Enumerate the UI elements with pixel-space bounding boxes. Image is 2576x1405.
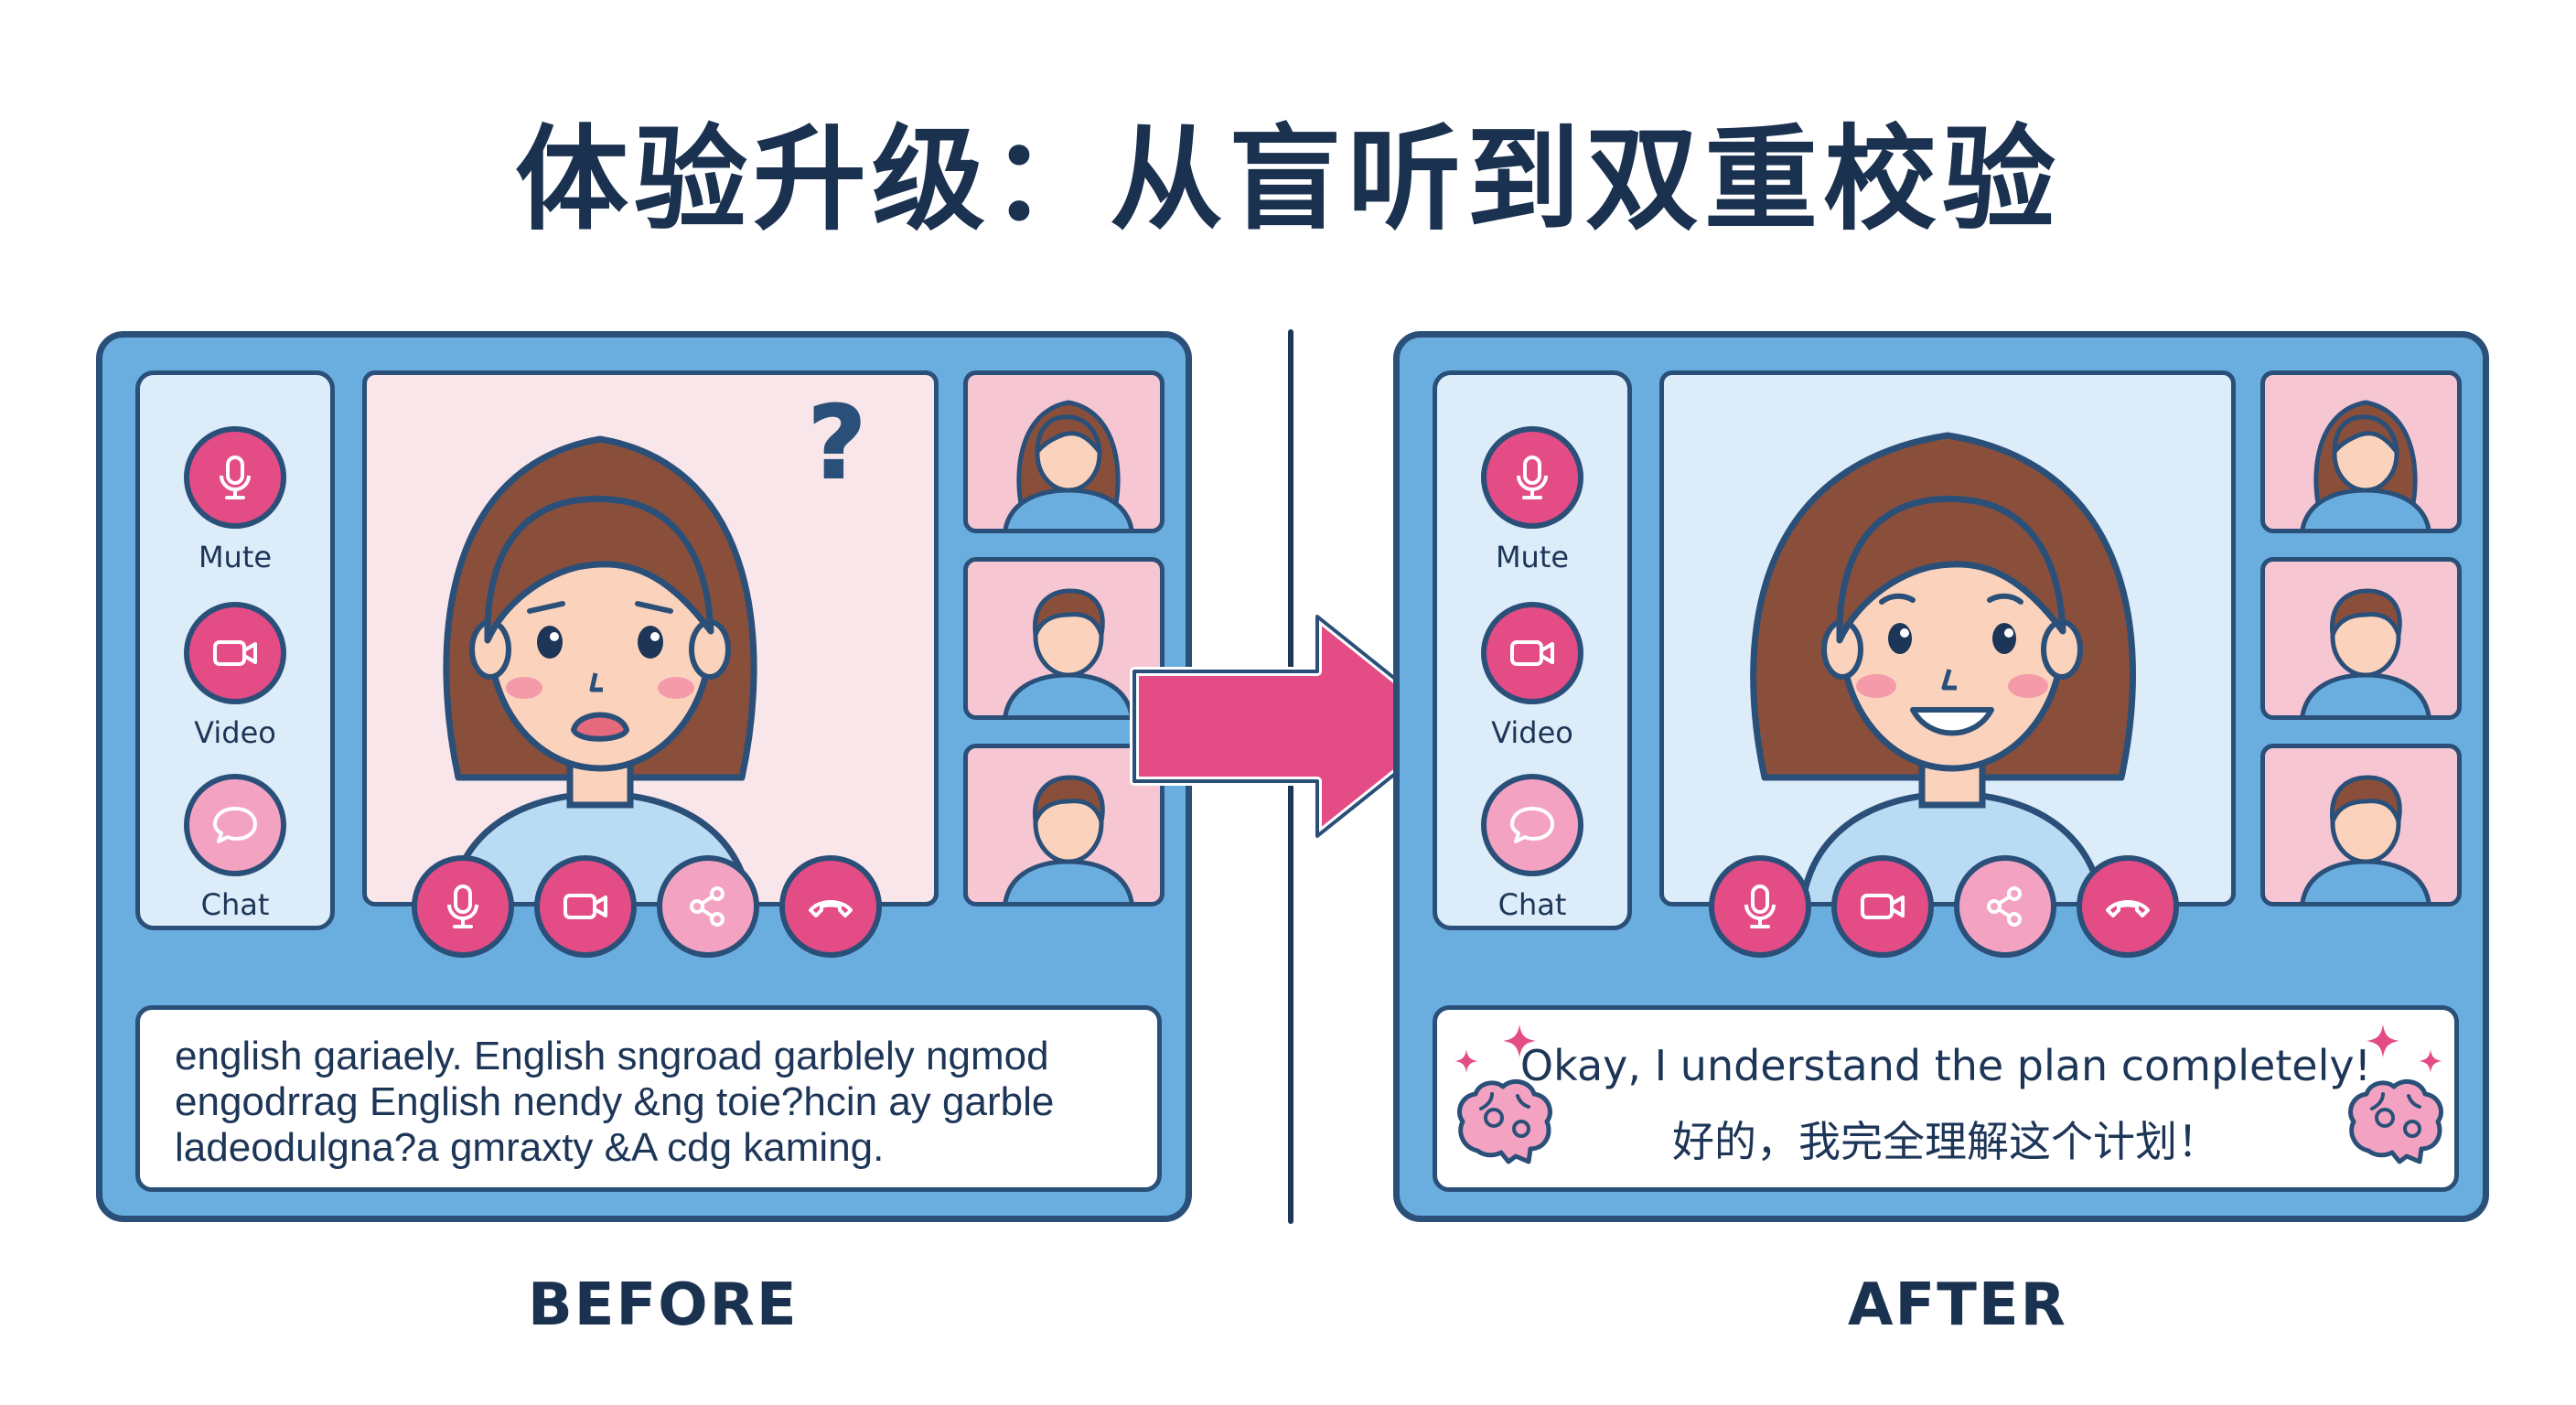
share-control-button[interactable] bbox=[657, 855, 759, 958]
after-label: AFTER bbox=[1848, 1271, 2067, 1339]
microphone-icon bbox=[208, 450, 263, 505]
share-control-button[interactable] bbox=[1954, 855, 2056, 958]
mute-button[interactable]: Mute bbox=[1437, 426, 1627, 574]
chat-button[interactable]: Chat bbox=[140, 774, 330, 922]
sparkle-icon bbox=[1454, 1048, 1479, 1074]
mute-label: Mute bbox=[1495, 540, 1570, 574]
hang-up-icon bbox=[2100, 879, 2155, 934]
page-title: 体验升级：从盲听到双重校验 bbox=[514, 114, 2061, 246]
chat-button[interactable]: Chat bbox=[1437, 774, 1627, 922]
man-avatar bbox=[2265, 748, 2462, 906]
garbled-caption-box: english gariaely. English sngroad garble… bbox=[135, 1005, 1162, 1192]
video-camera-icon bbox=[558, 879, 613, 934]
clear-caption-box: Okay, I understand the plan completely! … bbox=[1433, 1005, 2459, 1192]
hang-up-button[interactable] bbox=[2077, 855, 2179, 958]
share-icon bbox=[681, 879, 735, 934]
call-controls bbox=[1709, 855, 2221, 965]
before-panel: Mute Video Chat bbox=[96, 331, 1192, 1222]
video-camera-icon bbox=[208, 626, 263, 681]
woman-avatar bbox=[2265, 375, 2462, 533]
mic-control-button[interactable] bbox=[1709, 855, 1811, 958]
brain-icon bbox=[2341, 1072, 2451, 1173]
microphone-icon bbox=[435, 879, 490, 934]
garbled-caption-line-3: ladeodulgna?a gmraxty &A cdg kaming. bbox=[175, 1125, 885, 1170]
sparkle-icon bbox=[2418, 1048, 2443, 1074]
garbled-caption-line-2: engodrrag English nendy &ng toie?hcin ay… bbox=[175, 1079, 1055, 1124]
man-avatar bbox=[2265, 562, 2462, 720]
question-mark: ? bbox=[808, 384, 866, 501]
after-sidebar: Mute Video Chat bbox=[1433, 370, 1632, 930]
happy-woman-avatar bbox=[1750, 432, 2136, 902]
sparkle-icon bbox=[2365, 1023, 2401, 1059]
mute-button[interactable]: Mute bbox=[140, 426, 330, 574]
microphone-icon bbox=[1733, 879, 1787, 934]
video-label: Video bbox=[194, 715, 276, 750]
video-control-button[interactable] bbox=[534, 855, 637, 958]
video-camera-icon bbox=[1505, 626, 1560, 681]
after-panel: Mute Video Chat bbox=[1393, 331, 2489, 1222]
video-camera-icon bbox=[1855, 879, 1910, 934]
mute-label: Mute bbox=[198, 540, 273, 574]
woman-avatar bbox=[968, 375, 1165, 533]
video-control-button[interactable] bbox=[1831, 855, 1934, 958]
participant-thumbnail-3 bbox=[2260, 744, 2462, 906]
participant-thumbnail-2 bbox=[2260, 557, 2462, 720]
video-button[interactable]: Video bbox=[1437, 602, 1627, 750]
hang-up-icon bbox=[803, 879, 858, 934]
garbled-caption-line-1: english gariaely. English sngroad garble… bbox=[175, 1034, 1049, 1078]
caption-chinese: 好的，我完全理解这个计划！ bbox=[1672, 1117, 2219, 1166]
sparkle-icon bbox=[1501, 1023, 1538, 1059]
hang-up-button[interactable] bbox=[779, 855, 882, 958]
share-icon bbox=[1978, 879, 2033, 934]
before-sidebar: Mute Video Chat bbox=[135, 370, 335, 930]
chat-bubble-icon bbox=[208, 798, 263, 853]
participant-thumbnail-1 bbox=[963, 370, 1165, 533]
chat-bubble-icon bbox=[1505, 798, 1560, 853]
call-controls bbox=[412, 855, 924, 965]
caption-english: Okay, I understand the plan completely! bbox=[1519, 1041, 2372, 1090]
chat-label: Chat bbox=[200, 887, 270, 922]
participant-thumbnail-1 bbox=[2260, 370, 2462, 533]
confused-woman-avatar: ? bbox=[443, 383, 867, 902]
before-label: BEFORE bbox=[528, 1271, 799, 1339]
brain-icon bbox=[1450, 1072, 1560, 1173]
video-label: Video bbox=[1491, 715, 1573, 750]
mic-control-button[interactable] bbox=[412, 855, 514, 958]
chat-label: Chat bbox=[1497, 887, 1567, 922]
microphone-icon bbox=[1505, 450, 1560, 505]
video-button[interactable]: Video bbox=[140, 602, 330, 750]
main-video-confused: ? bbox=[362, 370, 939, 906]
main-video-happy bbox=[1659, 370, 2236, 906]
right-arrow-icon bbox=[1130, 612, 1459, 841]
